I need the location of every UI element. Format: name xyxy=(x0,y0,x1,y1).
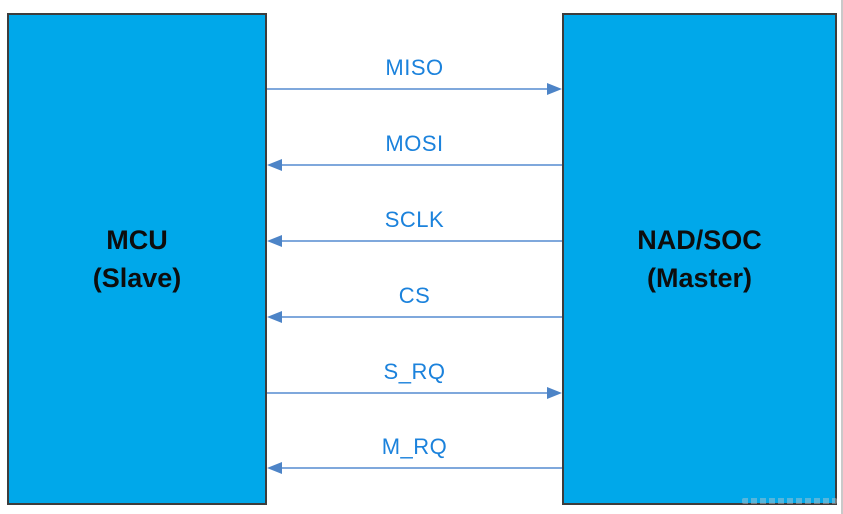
arrow-shaft xyxy=(282,239,562,242)
screenshot-edge-line xyxy=(841,0,843,514)
mcu-slave-box: MCU (Slave) xyxy=(7,13,267,505)
watermark-smudge xyxy=(742,498,837,504)
signal-row-cs: CS xyxy=(267,282,562,323)
signal-label: CS xyxy=(398,283,431,308)
arrow-left xyxy=(267,234,562,247)
signal-label: SCLK xyxy=(384,207,445,232)
arrow-left xyxy=(267,310,562,323)
arrowhead-icon xyxy=(267,461,282,474)
arrow-right xyxy=(267,82,562,95)
arrow-shaft xyxy=(267,87,547,90)
signal-row-s_rq: S_RQ xyxy=(267,358,562,399)
signal-label: M_RQ xyxy=(381,434,448,459)
arrowhead-icon xyxy=(267,234,282,247)
signal-label: MISO xyxy=(385,55,444,80)
signal-label: S_RQ xyxy=(383,359,446,384)
signal-row-mosi: MOSI xyxy=(267,130,562,171)
arrowhead-icon xyxy=(267,310,282,323)
arrowhead-icon xyxy=(547,386,562,399)
mcu-box-title: MCU xyxy=(106,225,168,255)
nad-box-title: NAD/SOC xyxy=(637,225,762,255)
arrow-left xyxy=(267,158,562,171)
arrow-shaft xyxy=(282,466,562,469)
nad-soc-master-box: NAD/SOC (Master) xyxy=(562,13,837,505)
arrowhead-icon xyxy=(547,82,562,95)
mcu-box-subtitle: (Slave) xyxy=(92,263,182,293)
signal-row-miso: MISO xyxy=(267,54,562,95)
arrowhead-icon xyxy=(267,158,282,171)
nad-box-subtitle: (Master) xyxy=(646,263,753,293)
signal-row-sclk: SCLK xyxy=(267,206,562,247)
arrow-shaft xyxy=(267,391,547,394)
signal-label: MOSI xyxy=(385,131,444,156)
arrow-left xyxy=(267,461,562,474)
arrow-shaft xyxy=(282,315,562,318)
arrow-right xyxy=(267,386,562,399)
arrow-shaft xyxy=(282,163,562,166)
signal-row-m_rq: M_RQ xyxy=(267,433,562,474)
